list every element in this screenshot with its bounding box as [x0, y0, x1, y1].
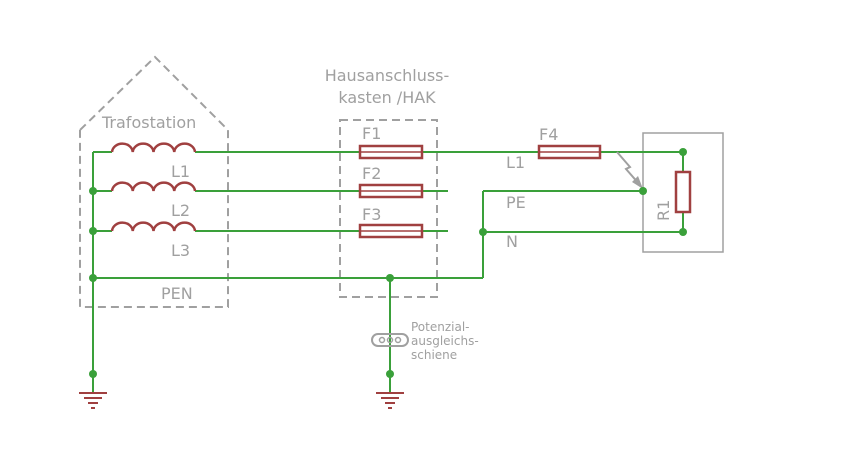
- n-label: N: [506, 232, 518, 251]
- coil-l2-label: L2: [171, 201, 190, 220]
- trafostation-outline: [79, 55, 229, 308]
- coil-l3: [110, 221, 197, 232]
- node-left-ground: [89, 370, 97, 378]
- hak-label-line1: Hausanschluss-: [325, 66, 450, 85]
- potential-label-line2: ausgleichs-: [411, 334, 479, 348]
- potential-label-line3: schiene: [411, 348, 457, 362]
- node-left-l3: [89, 227, 97, 235]
- coil-l3-label: L3: [171, 241, 190, 260]
- fuses: [358, 144, 602, 239]
- node-pe-n: [479, 228, 487, 236]
- l1-wire-label: L1: [506, 153, 525, 172]
- node-hak-pen: [386, 274, 394, 282]
- fuse-f2: [358, 183, 424, 199]
- ground-icon-left: [79, 392, 107, 409]
- node-r1-top: [679, 148, 687, 156]
- potential-bar-icon: [371, 333, 409, 347]
- junction-nodes: [89, 148, 687, 378]
- wires: [92, 151, 684, 393]
- node-pe-end: [639, 187, 647, 195]
- fault-arrow-icon: [616, 151, 643, 189]
- resistor-r1: [674, 170, 692, 214]
- hak-box-outline: [339, 119, 438, 298]
- trafostation-label: Trafostation: [101, 113, 196, 132]
- potential-label-line1: Potenzial-: [411, 320, 470, 334]
- r1-label: R1: [654, 200, 673, 221]
- fuse-f1-label: F1: [362, 124, 381, 143]
- fuse-f3: [358, 223, 424, 239]
- pen-label: PEN: [161, 284, 193, 303]
- pe-label: PE: [506, 193, 526, 212]
- fuse-f1: [358, 144, 424, 160]
- ground-icon-middle: [376, 392, 404, 409]
- node-left-l2: [89, 187, 97, 195]
- fuse-f4: [537, 144, 602, 160]
- node-r1-bottom: [679, 228, 687, 236]
- hak-label-line2: kasten /HAK: [338, 88, 436, 107]
- coil-l2: [110, 181, 197, 192]
- fuse-f4-label: F4: [539, 125, 558, 144]
- transformer-coils: [110, 142, 197, 232]
- node-left-pen: [89, 274, 97, 282]
- coil-l1-label: L1: [171, 162, 190, 181]
- fuse-f3-label: F3: [362, 205, 381, 224]
- coil-l1: [110, 142, 197, 153]
- node-middle-ground: [386, 370, 394, 378]
- fuse-f2-label: F2: [362, 164, 381, 183]
